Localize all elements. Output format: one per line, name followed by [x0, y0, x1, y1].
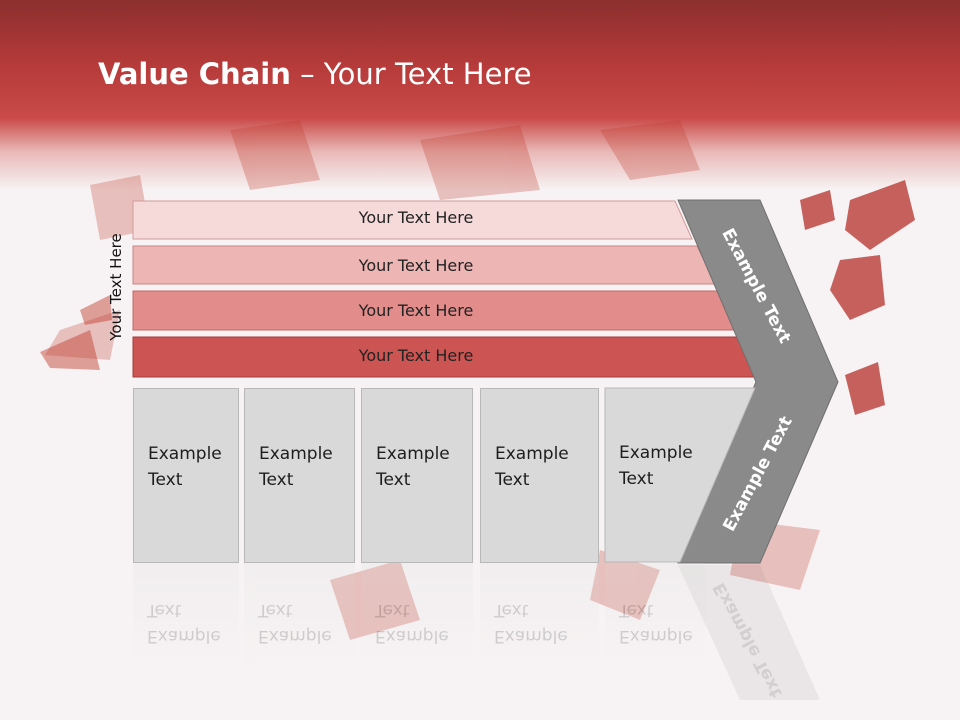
- row-label-1: Your Text Here: [358, 208, 474, 227]
- slide-title: Value Chain – Your Text Here: [98, 56, 532, 92]
- reflection-line2: Text: [619, 600, 654, 620]
- reflection-line2: Text: [147, 600, 182, 620]
- glass-shards-background: [40, 120, 915, 640]
- activity-box-2: Example Text: [244, 388, 355, 563]
- activity-box-5: Example Text: [605, 388, 705, 563]
- row-label-2: Your Text Here: [358, 256, 474, 275]
- row-bar-1: [132, 200, 693, 240]
- activity-box-1: Example Text: [133, 388, 239, 563]
- activity-box-3: Example Text: [361, 388, 473, 563]
- reflection-line1: Example: [619, 626, 693, 646]
- reflection-line1: Example: [258, 626, 332, 646]
- box-text-line2: Text: [148, 470, 183, 490]
- reflection-line1: Example: [375, 626, 449, 646]
- box-text-line1: Example: [148, 444, 222, 464]
- reflection-line2: Text: [258, 600, 293, 620]
- title-rest: – Your Text Here: [290, 57, 532, 91]
- reflection-line1: Example: [494, 626, 568, 646]
- box-text-line1: Example: [495, 444, 569, 464]
- title-bold: Value Chain: [98, 57, 291, 91]
- box-text-line2: Text: [619, 469, 654, 489]
- box-text-line2: Text: [259, 470, 294, 490]
- box-reflection-5: Example Text: [605, 563, 705, 703]
- last-box-shape: [604, 387, 756, 563]
- box-reflection-1: Example Text: [133, 563, 239, 703]
- box-text-line1: Example: [259, 444, 333, 464]
- box-text-line1: Example: [376, 444, 450, 464]
- header-band: [0, 0, 960, 190]
- box-reflection-3: Example Text: [361, 563, 473, 703]
- box-text-line2: Text: [376, 470, 411, 490]
- row-label-4: Your Text Here: [358, 346, 474, 365]
- chevron-reflection: [678, 565, 820, 700]
- reflection-line1: Example: [147, 626, 221, 646]
- box-text-line2: Text: [495, 470, 530, 490]
- box-text-line1: Example: [619, 443, 693, 463]
- box-reflection-2: Example Text: [244, 563, 355, 703]
- box-reflection-4: Example Text: [480, 563, 599, 703]
- row-label-3: Your Text Here: [358, 301, 474, 320]
- reflection-line2: Text: [494, 600, 529, 620]
- reflection-line2: Text: [375, 600, 410, 620]
- activity-box-4: Example Text: [480, 388, 599, 563]
